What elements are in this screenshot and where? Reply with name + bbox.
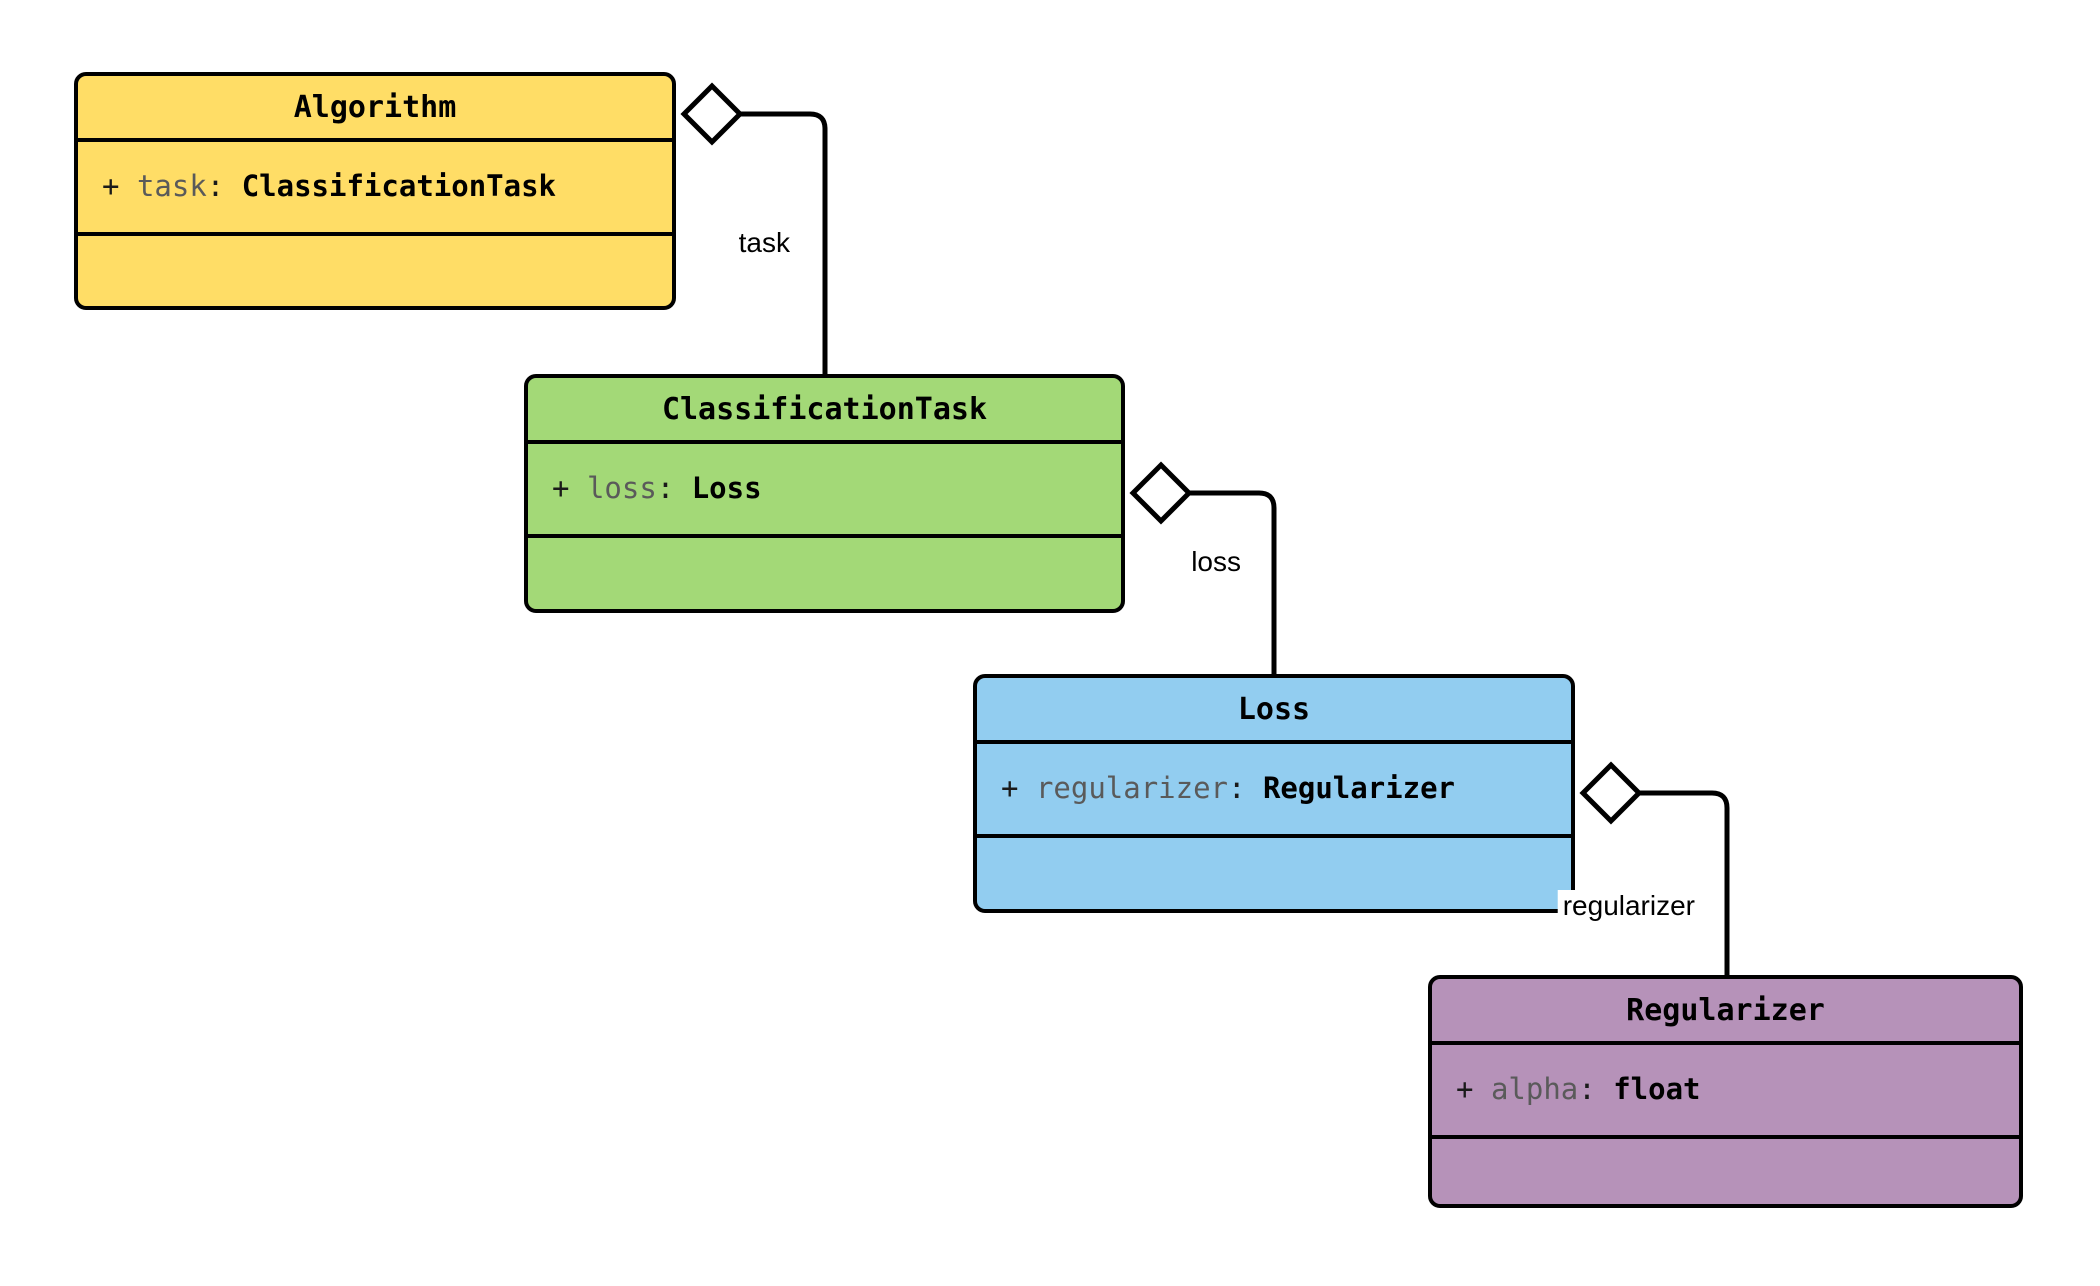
class-title-regularizer: Regularizer (1432, 979, 2019, 1045)
relation-label-algorithm-task-classificationtask: task (733, 227, 795, 259)
attribute-separator: : (656, 471, 675, 506)
attribute-type: float (1613, 1072, 1701, 1107)
attribute-visibility: + (1456, 1072, 1474, 1107)
uml-class-algorithm[interactable]: Algorithm + task: ClassificationTask (74, 72, 676, 310)
class-attributes-regularizer: + alpha: float (1432, 1045, 2019, 1139)
attribute-row: + regularizer: Regularizer (1001, 771, 1571, 806)
relation-label-classificationtask-loss-loss: loss (1186, 546, 1246, 578)
attribute-visibility: + (1001, 771, 1019, 806)
attribute-row: + loss: Loss (552, 471, 1121, 506)
attribute-row: + task: ClassificationTask (102, 169, 672, 204)
aggregation-diamond-classificationtask-loss-loss (1129, 461, 1193, 525)
relation-line-loss-regularizer-regularizer (1639, 790, 1730, 975)
attribute-separator: : (1578, 1072, 1596, 1107)
attribute-separator: : (1228, 771, 1246, 806)
class-title-algorithm: Algorithm (78, 76, 672, 142)
attribute-visibility: + (102, 169, 120, 204)
attribute-row: + alpha: float (1456, 1072, 2019, 1107)
relation-line-classificationtask-loss-loss (1189, 490, 1277, 674)
attribute-name: alpha (1490, 1072, 1579, 1107)
aggregation-diamond-algorithm-task-classificationtask (680, 82, 744, 146)
uml-class-loss[interactable]: Loss + regularizer: Regularizer (973, 674, 1575, 913)
attribute-visibility: + (552, 471, 570, 506)
relation-label-loss-regularizer-regularizer: regularizer (1557, 890, 1700, 922)
attribute-name: regularizer (1035, 771, 1228, 806)
attribute-type: Regularizer (1262, 771, 1455, 806)
attribute-name: task (136, 169, 207, 204)
uml-class-classification-task[interactable]: ClassificationTask + loss: Loss (524, 374, 1125, 613)
class-attributes-algorithm: + task: ClassificationTask (78, 142, 672, 236)
aggregation-diamond-loss-regularizer-regularizer (1579, 761, 1643, 825)
class-title-loss: Loss (977, 678, 1571, 744)
attribute-type: ClassificationTask (241, 169, 556, 204)
attribute-type: Loss (691, 471, 762, 506)
class-attributes-classification-task: + loss: Loss (528, 444, 1121, 538)
attribute-separator: : (206, 169, 225, 204)
class-attributes-loss: + regularizer: Regularizer (977, 744, 1571, 838)
class-title-classification-task: ClassificationTask (528, 378, 1121, 444)
uml-class-regularizer[interactable]: Regularizer + alpha: float (1428, 975, 2023, 1208)
attribute-name: loss (586, 471, 657, 506)
